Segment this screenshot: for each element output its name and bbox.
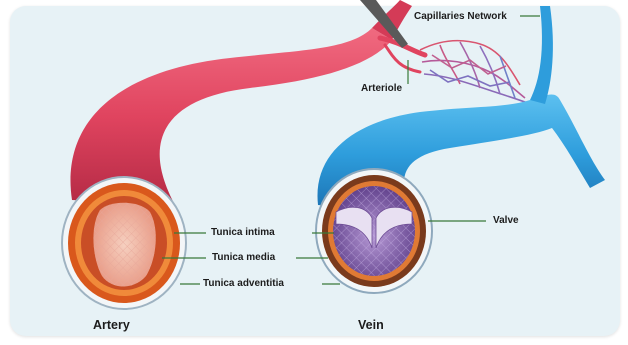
label-tunica-media: Tunica media (212, 252, 275, 263)
label-capillaries-network: Capillaries Network (414, 11, 507, 22)
capillaries-network (420, 41, 530, 104)
label-tunica-intima: Tunica intima (211, 227, 275, 238)
artery-cross-section (62, 177, 186, 309)
label-artery: Artery (93, 318, 130, 332)
label-vein: Vein (358, 318, 384, 332)
vein-cross-section (316, 169, 432, 293)
label-arteriole: Arteriole (361, 83, 402, 94)
label-tunica-adventitia: Tunica adventitia (203, 278, 284, 289)
label-valve: Valve (493, 215, 519, 226)
